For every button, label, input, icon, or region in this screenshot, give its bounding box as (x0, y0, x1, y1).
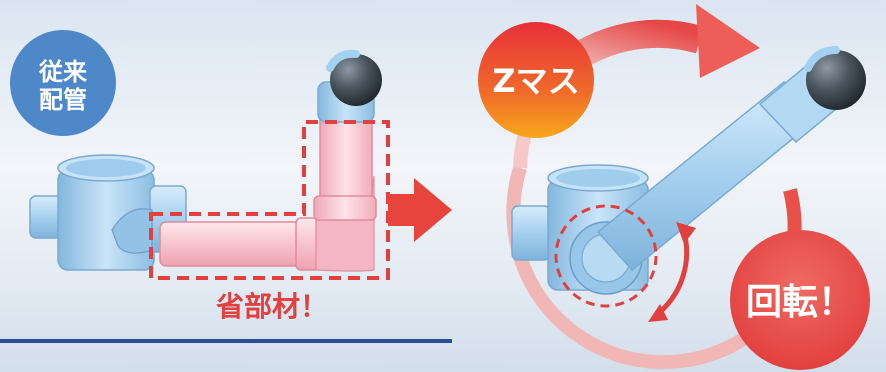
swivel-arrowhead-down-icon (648, 304, 668, 322)
end-cap-ball-right (806, 50, 866, 110)
rotate-badge-label: 回転！ (746, 282, 854, 323)
dashed-highlight (149, 120, 390, 280)
zmas-badge: Zマス (478, 22, 594, 138)
swivel-arc (658, 231, 690, 314)
divider-line (0, 339, 452, 343)
rotate-badge: 回転！ (730, 230, 870, 370)
right-panel: Zマス 回転！ (478, 4, 870, 370)
arrow-right-icon (388, 178, 452, 242)
swivel-arrowhead-up-icon (676, 222, 696, 244)
elbow-and-riser (313, 49, 382, 272)
zmas-fitting (511, 164, 649, 295)
horizontal-pipe (159, 217, 319, 271)
end-cap-ball (330, 54, 382, 106)
badge-line1: 従来 (38, 58, 88, 86)
caption-label: 省部材！ (216, 290, 328, 323)
diagonal-pipe (596, 46, 866, 272)
rotation-arrowhead-icon (696, 4, 760, 78)
swivel-highlight (554, 204, 658, 308)
rotate-badge-circle (730, 230, 870, 370)
conventional-badge: 従来 配管 (10, 30, 116, 136)
zmas-badge-label: Zマス (492, 62, 579, 100)
badge-line2: 配管 (39, 86, 87, 114)
zmas-badge-circle (478, 22, 594, 138)
left-panel: 従来 配管 省部材！ (0, 30, 452, 343)
badge-circle (10, 30, 116, 136)
